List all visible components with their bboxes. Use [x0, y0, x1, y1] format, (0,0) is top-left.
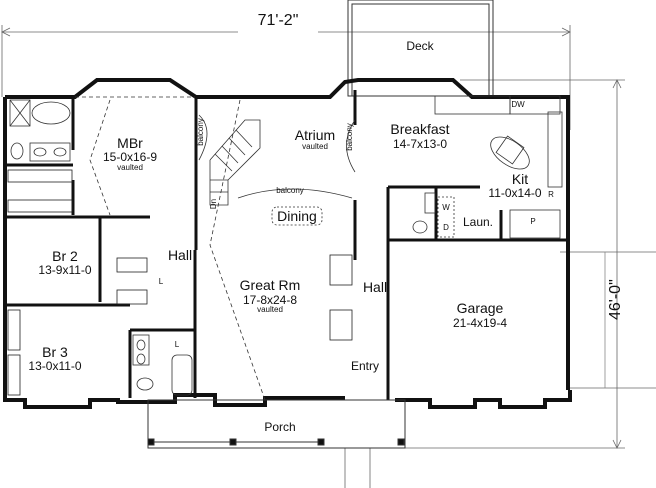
room-br3-size: 13-0x11-0 — [28, 359, 82, 373]
room-great-rm-note: vaulted — [257, 305, 283, 314]
room-great-rm: Great Rm — [239, 277, 301, 293]
room-hall-left: Hall — [167, 247, 193, 263]
room-mbr: MBr — [117, 135, 143, 151]
room-porch: Porch — [264, 420, 296, 434]
room-great-rm-size: 17-8x24-8 — [242, 293, 298, 307]
room-breakfast: Breakfast — [390, 121, 450, 137]
room-laun: Laun. — [462, 215, 494, 229]
room-dining: Dining — [277, 208, 317, 224]
pantry-label: P — [530, 217, 536, 226]
room-br2: Br 2 — [52, 248, 78, 264]
dimension-lines — [1, 25, 656, 488]
balconies — [198, 114, 356, 199]
stair — [209, 119, 261, 206]
interior-walls — [5, 90, 568, 400]
room-mbr-note: vaulted — [117, 163, 143, 172]
linen-closet-label-1: L — [158, 277, 164, 286]
dashed-vault-lines — [75, 96, 266, 401]
fixtures — [9, 95, 563, 396]
room-kit-size: 11-0x14-0 — [488, 186, 542, 200]
room-kit: Kit — [511, 171, 529, 187]
dishwasher-label: DW — [511, 100, 525, 109]
room-atrium: Atrium — [294, 127, 336, 143]
room-br2-size: 13-9x11-0 — [38, 263, 92, 277]
room-hall-right: Hall — [362, 279, 388, 295]
dryer-label: D — [443, 223, 449, 232]
room-atrium-note: vaulted — [302, 142, 328, 151]
closet-rods — [7, 169, 353, 396]
overall-depth-label: 46'-0" — [607, 279, 624, 320]
balcony-label-left: balcony — [196, 118, 205, 146]
balcony-label-right: balcony — [345, 123, 354, 151]
room-garage-size: 21-4x19-4 — [452, 316, 508, 330]
washer-label: W — [442, 203, 450, 212]
deck-outline — [347, 0, 494, 97]
room-garage: Garage — [456, 300, 504, 316]
room-breakfast-size: 14-7x13-0 — [392, 137, 448, 151]
overall-width-label: 71'-2" — [257, 12, 299, 29]
room-mbr-size: 15-0x16-9 — [102, 150, 158, 164]
room-entry: Entry — [350, 359, 379, 373]
stair-down-label: Dn — [209, 198, 218, 210]
balcony-label-dining: balcony — [276, 186, 304, 195]
porch-outline — [147, 399, 406, 449]
room-deck: Deck — [406, 39, 434, 53]
exterior-walls — [3, 78, 572, 409]
room-br3: Br 3 — [42, 344, 68, 360]
refrigerator-label: R — [548, 190, 554, 199]
linen-closet-label-2: L — [174, 340, 180, 349]
